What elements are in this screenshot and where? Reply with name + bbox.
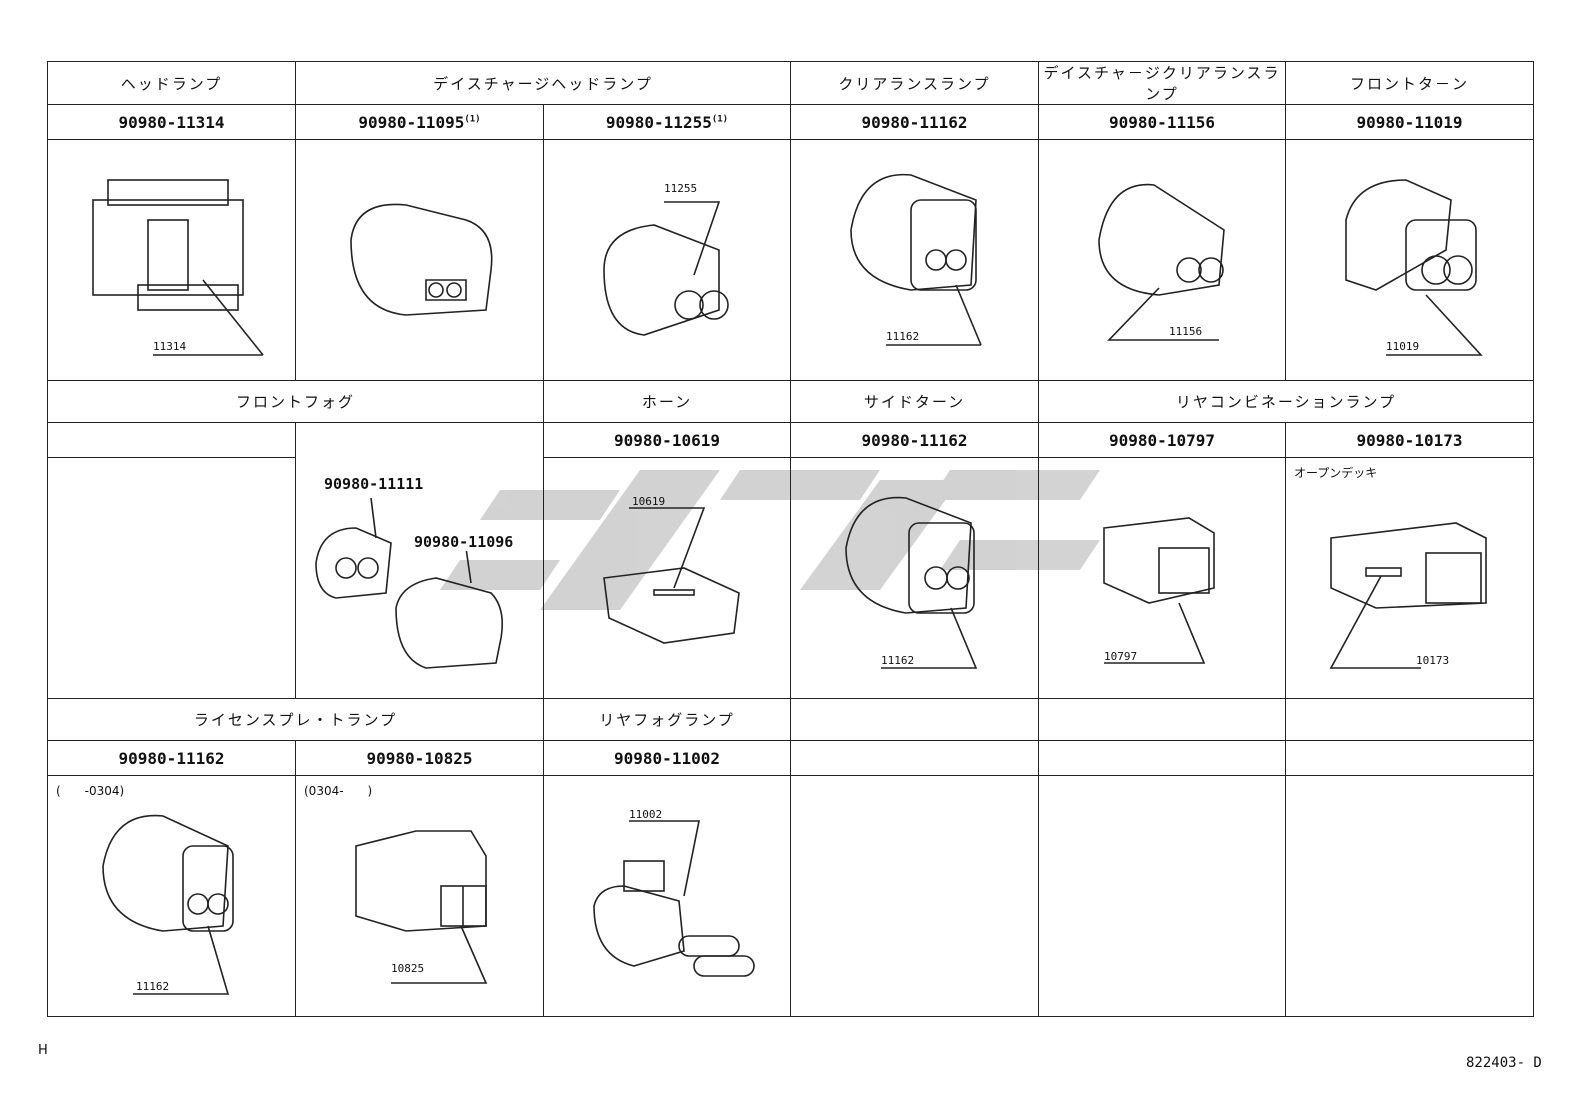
- part-number-text: 90980-11095: [358, 112, 465, 132]
- connector-drawing: [92, 179, 264, 356]
- header-rear-combination-lamp: リヤコンビネーションランプ: [1038, 380, 1534, 423]
- part-number: 90980-10173: [1285, 422, 1534, 458]
- footer-left-code: H: [38, 1043, 48, 1058]
- part-number: [790, 740, 1039, 776]
- header-front-fog: フロントフォグ: [47, 380, 544, 423]
- part-number: 90980-10797: [1038, 422, 1286, 458]
- callout-label: 10173: [1416, 654, 1450, 667]
- connector-image-cell: (0304- ) 10825: [295, 775, 544, 1017]
- callout-label: 10619: [632, 495, 666, 508]
- part-number: 90980-11162: [790, 422, 1039, 458]
- header-discharge-clearance-lamp: デイスチャ－ジクリアランスランプ: [1038, 61, 1286, 105]
- connector-image-cell: [295, 139, 544, 381]
- note-date-range: (0304- ): [304, 784, 373, 798]
- header-empty: [790, 698, 1039, 741]
- connector-drawing: [593, 820, 755, 977]
- header-clearance-lamp: クリアランスランプ: [790, 61, 1039, 105]
- part-number-text: 90980-11255: [605, 112, 712, 132]
- part-number: 90980-11255(1): [543, 104, 791, 140]
- connector-image-cell: 11162: [790, 139, 1039, 381]
- connector-image-cell: オープンデッキ 10173: [1285, 457, 1534, 699]
- callout-label: 11156: [1169, 325, 1203, 338]
- header-empty: [1038, 698, 1286, 741]
- callout-label: 10797: [1104, 650, 1138, 663]
- callout-label: 11002: [629, 808, 663, 821]
- connector-drawing: [1103, 517, 1215, 664]
- connector-image-cell: ( -0304) 11162: [47, 775, 296, 1017]
- callout-label: 11255: [664, 182, 698, 195]
- connector-image-cell: 11156: [1038, 139, 1286, 381]
- empty-cell: [1285, 775, 1534, 1017]
- part-number: 90980-11095(1): [295, 104, 544, 140]
- header-front-turn: フロントタ－ン: [1285, 61, 1534, 105]
- part-number: [1285, 740, 1534, 776]
- note-open-deck: オープンデッキ: [1294, 466, 1378, 480]
- connector-table: ヘッドランプ デイスチャージヘッドランプ クリアランスランプ デイスチャ－ジクリ…: [47, 61, 1534, 1017]
- header-rear-fog-lamp: リヤフォグランプ: [543, 698, 791, 741]
- part-number: 90980-11162: [47, 740, 296, 776]
- callout-label: 10825: [391, 962, 425, 975]
- part-number-fog-a: 90980-11111: [324, 475, 424, 493]
- empty-cell: [1038, 775, 1286, 1017]
- part-number: 90980-10825: [295, 740, 544, 776]
- connector-drawing: [315, 497, 504, 669]
- callout-label: 11019: [1386, 340, 1420, 353]
- header-discharge-headlamp: デイスチャージヘッドランプ: [295, 61, 791, 105]
- part-number: 90980-11002: [543, 740, 791, 776]
- connector-drawing: [603, 507, 740, 644]
- connector-drawing: [350, 203, 493, 316]
- connector-image-cell: 11162: [790, 457, 1039, 699]
- connector-image-cell: 11255: [543, 139, 791, 381]
- header-headlamp: ヘッドランプ: [47, 61, 296, 105]
- callout-label: 11162: [886, 330, 920, 343]
- empty-cell: [47, 457, 296, 699]
- note-date-range: ( -0304): [56, 784, 125, 798]
- connector-image-cell: 90980-11111 90980-11096: [295, 422, 544, 699]
- connector-drawing: [603, 201, 729, 336]
- figure-number: 822403- D: [1466, 1055, 1542, 1071]
- connector-image-cell: 11314: [47, 139, 296, 381]
- header-horn: ホーン: [543, 380, 791, 423]
- connector-image-cell: 10797: [1038, 457, 1286, 699]
- connector-image-cell: 11002: [543, 775, 791, 1017]
- connector-image-cell: 10619: [543, 457, 791, 699]
- part-suffix: (1): [464, 114, 481, 125]
- connector-drawing: [1329, 522, 1487, 669]
- connector-drawing: [355, 830, 488, 984]
- connector-drawing: [1345, 179, 1483, 356]
- part-suffix: (1): [711, 114, 729, 125]
- connector-drawing: [102, 814, 234, 995]
- callout-label: 11162: [136, 980, 170, 993]
- header-license-plate-lamp: ライセンスプレ・トランプ: [47, 698, 544, 741]
- connector-drawing: [1098, 183, 1225, 341]
- part-number: 90980-10619: [543, 422, 791, 458]
- connector-drawing: [850, 173, 982, 346]
- part-number: [1038, 740, 1286, 776]
- part-number: 90980-11156: [1038, 104, 1286, 140]
- connector-drawing: [845, 496, 978, 669]
- part-number: 90980-11162: [790, 104, 1039, 140]
- part-number-fog-b: 90980-11096: [414, 533, 514, 551]
- callout-label: 11314: [153, 340, 187, 353]
- header-empty: [1285, 698, 1534, 741]
- callout-label: 11162: [881, 654, 915, 667]
- connector-image-cell: 11019: [1285, 139, 1534, 381]
- header-side-turn: サイドターン: [790, 380, 1039, 423]
- part-number: 90980-11314: [47, 104, 296, 140]
- part-number: [47, 422, 296, 458]
- part-number: 90980-11019: [1285, 104, 1534, 140]
- empty-cell: [790, 775, 1039, 1017]
